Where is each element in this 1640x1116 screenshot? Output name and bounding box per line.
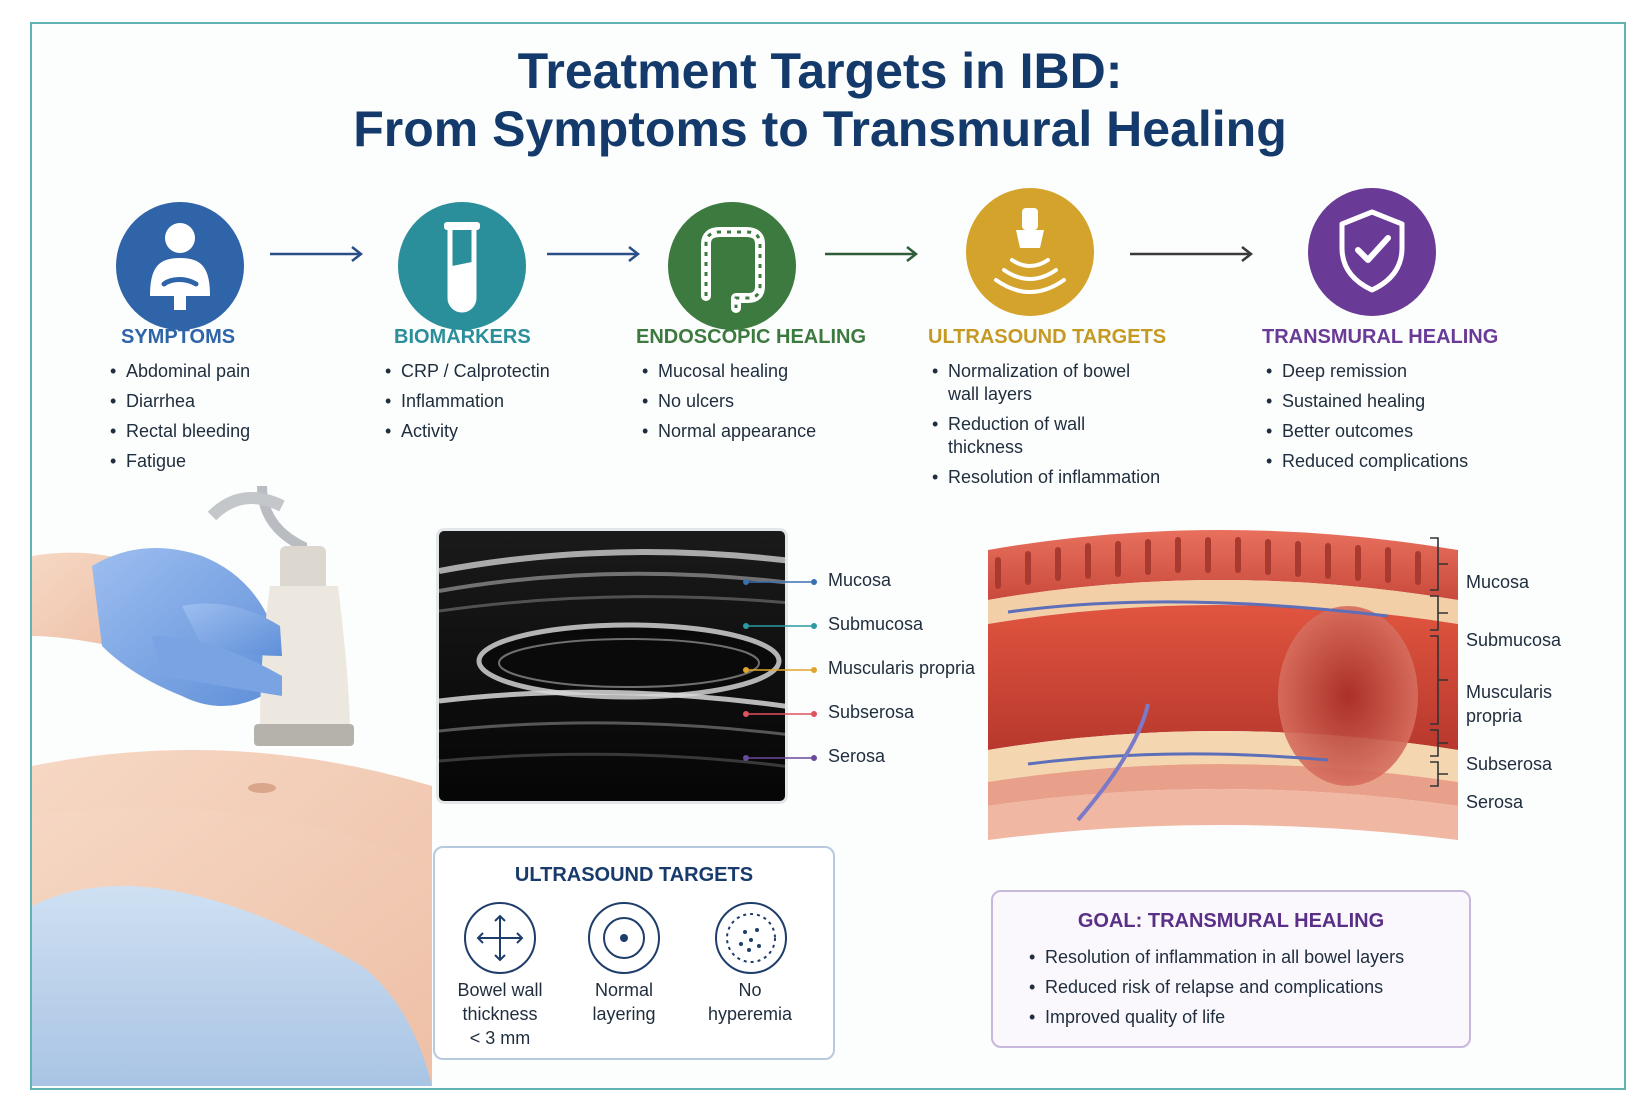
list-item: Mucosal healing: [642, 360, 882, 383]
list-item: No ulcers: [642, 390, 882, 413]
transmural-stage-list: Deep remission Sustained healing Better …: [1266, 360, 1526, 480]
list-item: Inflammation: [385, 390, 625, 413]
bowel-wall-cross-section: [988, 530, 1458, 840]
wall-label-submucosa: Submucosa: [1466, 628, 1561, 652]
list-item: Resolution of inflammation: [932, 466, 1162, 489]
target-line: hyperemia: [707, 1004, 793, 1024]
goal-list: Resolution of inflammation in all bowel …: [1029, 946, 1449, 1036]
ultrasound-layer-leaders: [743, 579, 817, 761]
test-tube-icon: [398, 202, 526, 330]
wall-label-line: Muscularis: [1466, 682, 1553, 702]
us-leader-dot: [811, 623, 817, 629]
goal-title: GOAL: TRANSMURAL HEALING: [1077, 910, 1385, 932]
us-leader-dot: [743, 711, 749, 717]
stage-heading-ultrasound: ULTRASOUND TARGETS: [928, 326, 1167, 348]
shield-check-icon: [1308, 188, 1436, 316]
hyperemia-dots-icon: [715, 902, 787, 974]
title-line-1: Treatment Targets in IBD:: [517, 43, 1123, 99]
list-item: Reduced risk of relapse and complication…: [1029, 976, 1449, 999]
wall-label-mucosa: Mucosa: [1466, 570, 1529, 594]
page-title: Treatment Targets in IBD: From Symptoms …: [0, 42, 1640, 158]
us-leader-dot: [743, 667, 749, 673]
list-item: Sustained healing: [1266, 390, 1526, 413]
list-item: Deep remission: [1266, 360, 1526, 383]
wall-label-muscularis: Muscularis propria: [1466, 680, 1552, 728]
abdominal-pain-person-icon: [116, 202, 244, 330]
flow-arrow-3: [825, 246, 919, 262]
stage-heading-endoscopic: ENDOSCOPIC HEALING: [636, 326, 867, 348]
target-label-hyperemia: No hyperemia: [685, 978, 815, 1026]
thickness-arrows-icon: [464, 902, 536, 974]
us-leader-dot: [811, 711, 817, 717]
wall-layer-brackets: [1430, 537, 1448, 787]
flow-arrow-1: [270, 246, 364, 262]
ultrasound-stage-list: Normalization of bowel wall layers Reduc…: [932, 360, 1162, 496]
target-line: Bowel wall: [457, 980, 543, 1000]
us-leader-dot: [811, 667, 817, 673]
wall-label-serosa: Serosa: [1466, 790, 1523, 814]
target-label-thickness: Bowel wall thickness < 3 mm: [435, 978, 565, 1050]
list-item: Rectal bleeding: [110, 420, 330, 443]
wall-label-line: Serosa: [1466, 792, 1524, 812]
ultrasound-scan-graphic: [439, 531, 785, 801]
list-item: Improved quality of life: [1029, 1006, 1449, 1029]
wall-label-line: propria: [1466, 706, 1523, 726]
target-label-layering: Normal layering: [559, 978, 689, 1026]
us-leader-dot: [743, 579, 749, 585]
ultrasound-probe-icon: [966, 188, 1094, 316]
list-item: CRP / Calprotectin: [385, 360, 625, 383]
title-line-2: From Symptoms to Transmural Healing: [353, 101, 1287, 157]
ultrasound-exam-illustration: [32, 486, 432, 1086]
wall-label-line: Subserosa: [1466, 754, 1553, 774]
target-line: Normal: [594, 980, 653, 1000]
stage-heading-biomarkers: BIOMARKERS: [394, 326, 531, 348]
us-layer-submucosa: Submucosa: [828, 614, 924, 634]
wall-label-line: Submucosa: [1466, 630, 1562, 650]
symptoms-list: Abdominal pain Diarrhea Rectal bleeding …: [110, 360, 330, 480]
ultrasound-targets-title: ULTRASOUND TARGETS: [514, 864, 754, 886]
list-item: Normalization of bowel wall layers: [932, 360, 1162, 406]
list-item: Normal appearance: [642, 420, 882, 443]
list-item: Reduced complications: [1266, 450, 1526, 473]
us-layer-serosa: Serosa: [828, 746, 886, 766]
us-layer-mucosa: Mucosa: [828, 570, 892, 590]
list-item: Activity: [385, 420, 625, 443]
us-leader-dot: [811, 579, 817, 585]
list-item: Resolution of inflammation in all bowel …: [1029, 946, 1449, 969]
ultrasound-targets-box: ULTRASOUND TARGETS Bowel wall thickness …: [433, 846, 835, 1060]
list-item: Better outcomes: [1266, 420, 1526, 443]
us-layer-muscularis: Muscularis propria: [828, 658, 976, 678]
biomarkers-list: CRP / Calprotectin Inflammation Activity: [385, 360, 625, 450]
target-line: < 3 mm: [469, 1028, 531, 1048]
us-leader-dot: [811, 755, 817, 761]
stage-heading-transmural: TRANSMURAL HEALING: [1262, 326, 1499, 348]
wall-label-line: Mucosa: [1466, 572, 1530, 592]
target-line: No: [738, 980, 762, 1000]
flow-arrow-4: [1130, 246, 1254, 262]
flow-arrow-2: [547, 246, 641, 262]
list-item: Fatigue: [110, 450, 330, 473]
stage-heading-symptoms: SYMPTOMS: [121, 326, 236, 348]
target-line: layering: [592, 1004, 656, 1024]
concentric-layer-icon: [588, 902, 660, 974]
goal-box: GOAL: TRANSMURAL HEALING Resolution of i…: [991, 890, 1471, 1048]
colon-icon: [668, 202, 796, 330]
us-layer-subserosa: Subserosa: [828, 702, 915, 722]
us-leader-dot: [743, 755, 749, 761]
list-item: Abdominal pain: [110, 360, 330, 383]
us-leader-dot: [743, 623, 749, 629]
wall-label-subserosa: Subserosa: [1466, 752, 1552, 776]
endoscopic-list: Mucosal healing No ulcers Normal appeara…: [642, 360, 882, 450]
ultrasound-scan-image: [436, 528, 788, 804]
list-item: Diarrhea: [110, 390, 330, 413]
list-item: Reduction of wall thickness: [932, 413, 1162, 459]
target-line: thickness: [462, 1004, 538, 1024]
